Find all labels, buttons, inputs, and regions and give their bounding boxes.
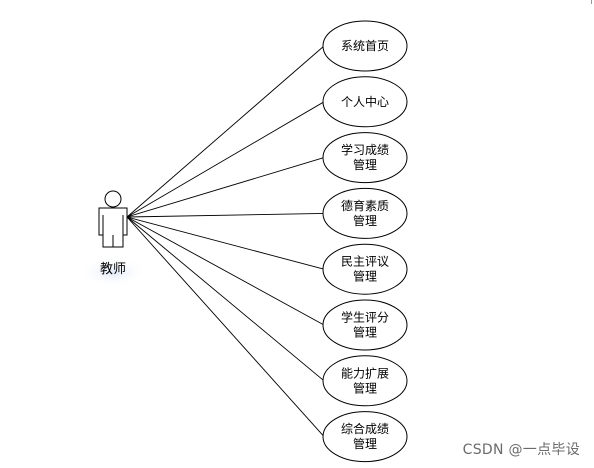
use-case-ellipse xyxy=(322,132,408,184)
use-case-label: 管理 xyxy=(353,380,377,395)
person-icon xyxy=(98,190,128,248)
use-case-label: 管理 xyxy=(353,157,377,172)
use-case-personal-center[interactable]: 个人中心 xyxy=(322,76,408,128)
use-case-home[interactable]: 系统首页 xyxy=(322,20,408,72)
use-case-label: 德育素质 xyxy=(341,198,389,213)
use-case-label: 综合成绩 xyxy=(341,421,389,436)
use-case-label: 管理 xyxy=(353,269,377,284)
association-line-overall-score-mgmt xyxy=(126,216,325,437)
use-cases: 系统首页个人中心学习成绩管理德育素质管理民主评议管理学生评分管理能力扩展管理综合… xyxy=(322,20,408,463)
use-case-ellipse xyxy=(322,299,408,351)
use-case-label: 学习成绩 xyxy=(341,142,389,157)
use-case-ellipse xyxy=(322,76,408,128)
association-line-student-rating-mgmt xyxy=(126,216,325,326)
association-line-moral-quality-mgmt xyxy=(126,212,325,218)
association-line-democratic-review-mgmt xyxy=(126,216,325,270)
actor: 教师 xyxy=(79,190,147,287)
use-case-label: 管理 xyxy=(353,213,377,228)
association-line-ability-extension-mgmt xyxy=(126,216,325,382)
use-case-ellipse xyxy=(322,187,408,239)
actor-halo xyxy=(79,257,147,287)
use-case-label: 系统首页 xyxy=(341,39,389,53)
use-case-label: 管理 xyxy=(353,436,377,451)
use-case-ellipse xyxy=(322,355,408,407)
association-line-study-score-mgmt xyxy=(126,157,325,218)
corner-tick xyxy=(591,0,592,4)
watermark: CSDN @一点毕设 xyxy=(462,442,580,458)
use-case-label: 管理 xyxy=(353,325,377,340)
use-case-label: 个人中心 xyxy=(341,94,389,109)
use-case-label: 民主评议 xyxy=(341,255,389,269)
association-lines xyxy=(126,45,325,437)
association-line-personal-center xyxy=(126,101,325,218)
use-case-label: 学生评分 xyxy=(341,310,389,325)
use-case-ellipse xyxy=(322,20,408,72)
use-case-label: 能力扩展 xyxy=(341,366,389,380)
association-line-home xyxy=(126,45,325,218)
actor-label: 教师 xyxy=(100,261,126,277)
use-case-ellipse xyxy=(322,243,408,295)
use-case-ellipse xyxy=(322,411,408,463)
